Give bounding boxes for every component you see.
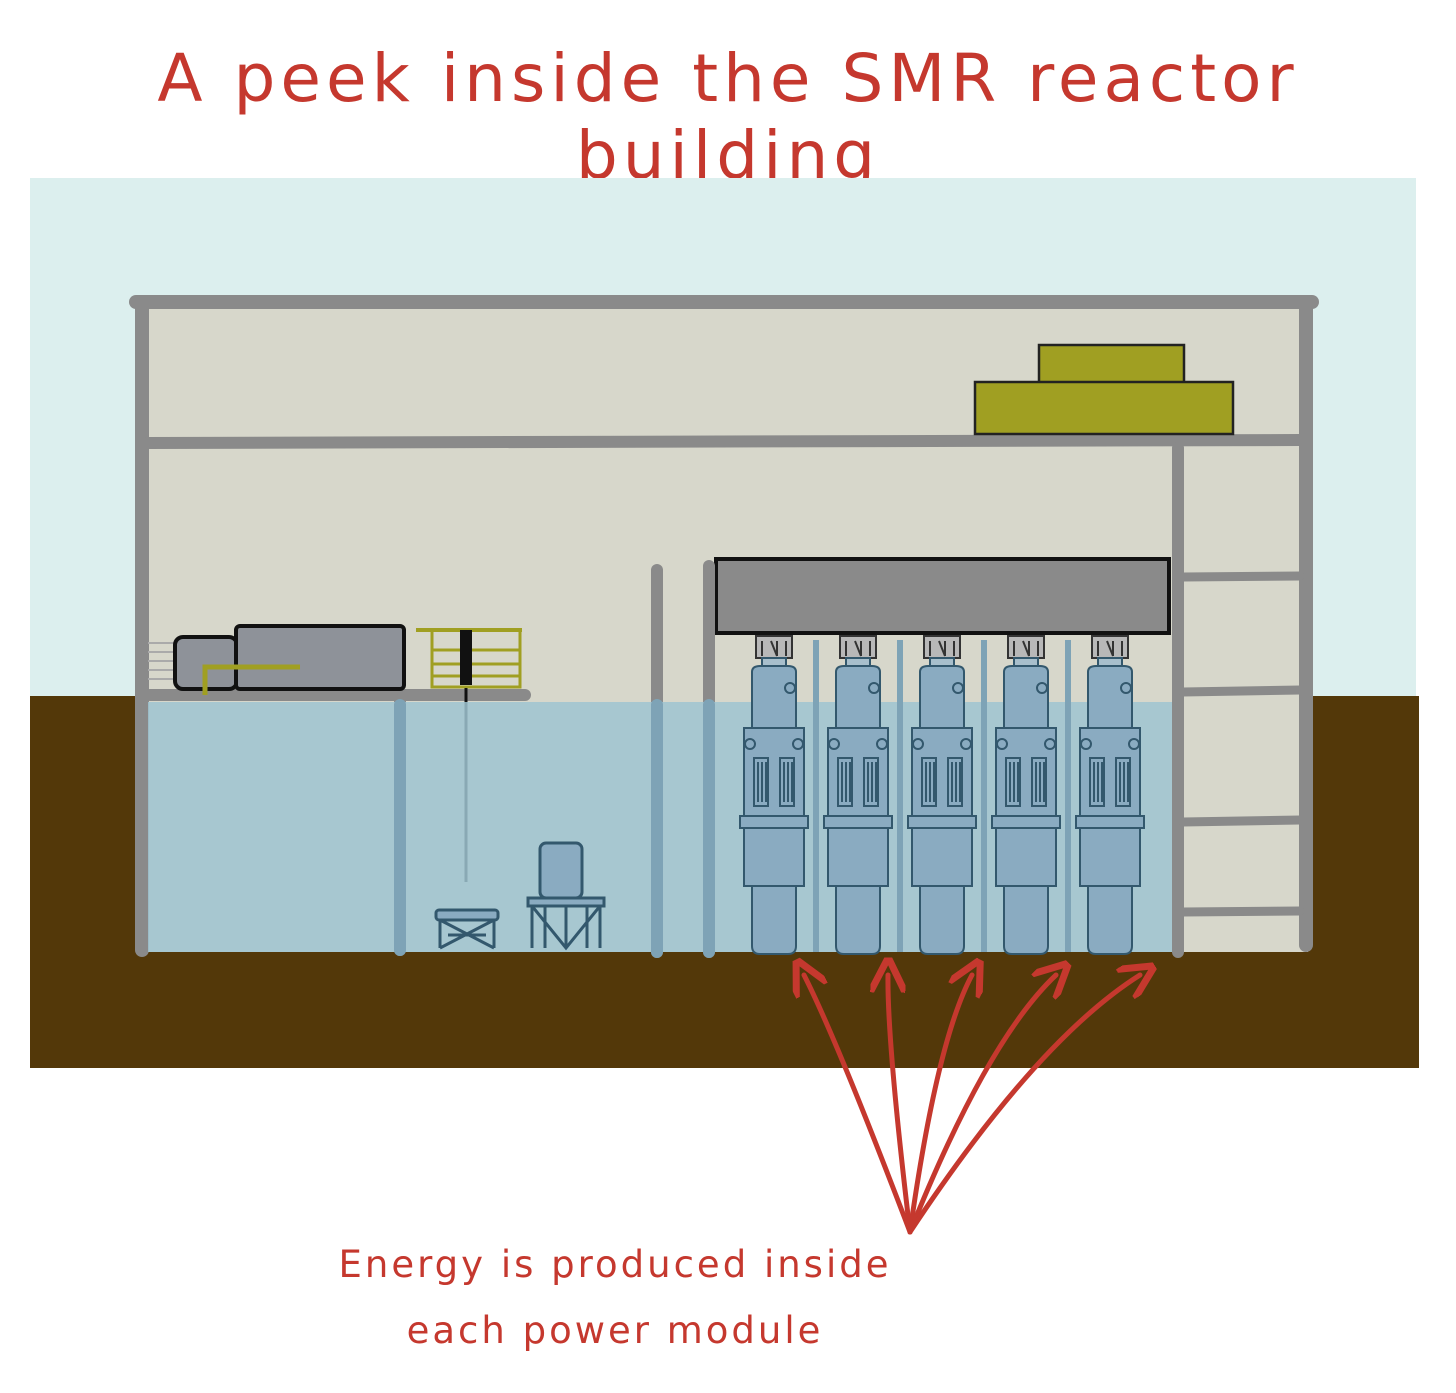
caption: Energy is produced inside each power mod… (330, 1232, 900, 1364)
refueling-machine-icon (148, 624, 406, 695)
fuel-storage-icon (526, 841, 606, 951)
arrows (804, 975, 1140, 1235)
arrow-to-module (804, 975, 913, 1235)
page-title: A peek inside the SMR reactor building (157, 40, 1299, 194)
fuel-rack-icon (434, 908, 500, 950)
arrow-to-module (907, 975, 1056, 1235)
arrow-to-module (888, 975, 913, 1235)
power-modules (739, 635, 1145, 955)
arrow-to-module (907, 975, 1140, 1235)
arrow-to-module (907, 975, 972, 1235)
caption-line-1: Energy is produced inside (338, 1243, 892, 1286)
caption-line-2: each power module (406, 1309, 824, 1352)
